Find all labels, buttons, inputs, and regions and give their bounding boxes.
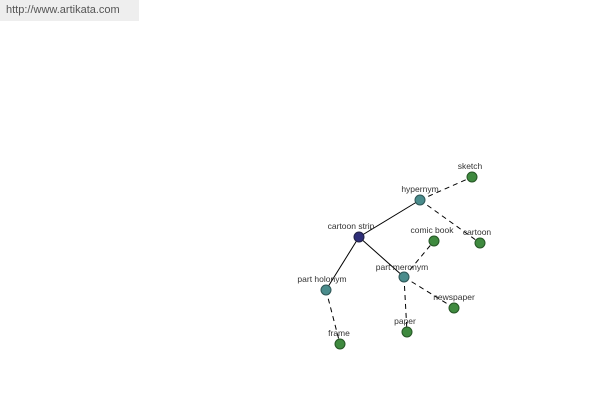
node-label: newspaper bbox=[433, 292, 475, 302]
node-circle[interactable] bbox=[448, 302, 460, 314]
edge-part-holonym-frame bbox=[325, 289, 341, 345]
node-part-meronym[interactable]: part meronym bbox=[376, 262, 428, 283]
edge-cartoon-strip-hypernym bbox=[358, 199, 421, 238]
node-comic-book[interactable]: comic book bbox=[411, 225, 455, 247]
node-circle[interactable] bbox=[428, 235, 440, 247]
node-cartoon[interactable]: cartoon bbox=[463, 227, 492, 249]
node-circle[interactable] bbox=[401, 326, 413, 338]
edge-hypernym-sketch bbox=[419, 176, 473, 201]
edge-cartoon-strip-part-holonym bbox=[325, 236, 360, 291]
node-circle[interactable] bbox=[414, 194, 426, 206]
node-newspaper[interactable]: newspaper bbox=[433, 292, 475, 314]
node-part-holonym[interactable]: part holonym bbox=[297, 274, 347, 296]
node-circle[interactable] bbox=[334, 338, 346, 350]
node-circle[interactable] bbox=[474, 237, 486, 249]
node-frame[interactable]: frame bbox=[328, 328, 350, 350]
node-label: sketch bbox=[458, 161, 483, 171]
node-label: paper bbox=[394, 316, 416, 326]
edge-part-meronym-comic-book bbox=[403, 240, 435, 278]
nodes[interactable]: cartoon strip hypernym sketch cartoon pa… bbox=[297, 161, 492, 350]
node-circle[interactable] bbox=[353, 231, 365, 243]
node-label: hypernym bbox=[401, 184, 438, 194]
node-cartoon-strip[interactable]: cartoon strip bbox=[328, 221, 375, 243]
node-label: cartoon strip bbox=[328, 221, 375, 231]
edge-part-meronym-newspaper bbox=[403, 276, 455, 309]
node-label: part meronym bbox=[376, 262, 428, 272]
node-sketch[interactable]: sketch bbox=[458, 161, 483, 183]
edges bbox=[325, 176, 481, 345]
edge-cartoon-strip-part-meronym bbox=[358, 236, 405, 278]
node-label: comic book bbox=[411, 225, 455, 235]
node-label: frame bbox=[328, 328, 350, 338]
edge-part-meronym-paper bbox=[403, 276, 408, 333]
node-paper[interactable]: paper bbox=[394, 316, 416, 338]
edge-hypernym-cartoon bbox=[419, 199, 481, 244]
node-circle[interactable] bbox=[320, 284, 332, 296]
node-hypernym[interactable]: hypernym bbox=[401, 184, 439, 206]
node-circle[interactable] bbox=[398, 271, 410, 283]
site-url[interactable]: http://www.artikata.com bbox=[0, 0, 139, 21]
node-label: part holonym bbox=[297, 274, 346, 284]
node-circle[interactable] bbox=[466, 171, 478, 183]
node-label: cartoon bbox=[463, 227, 492, 237]
